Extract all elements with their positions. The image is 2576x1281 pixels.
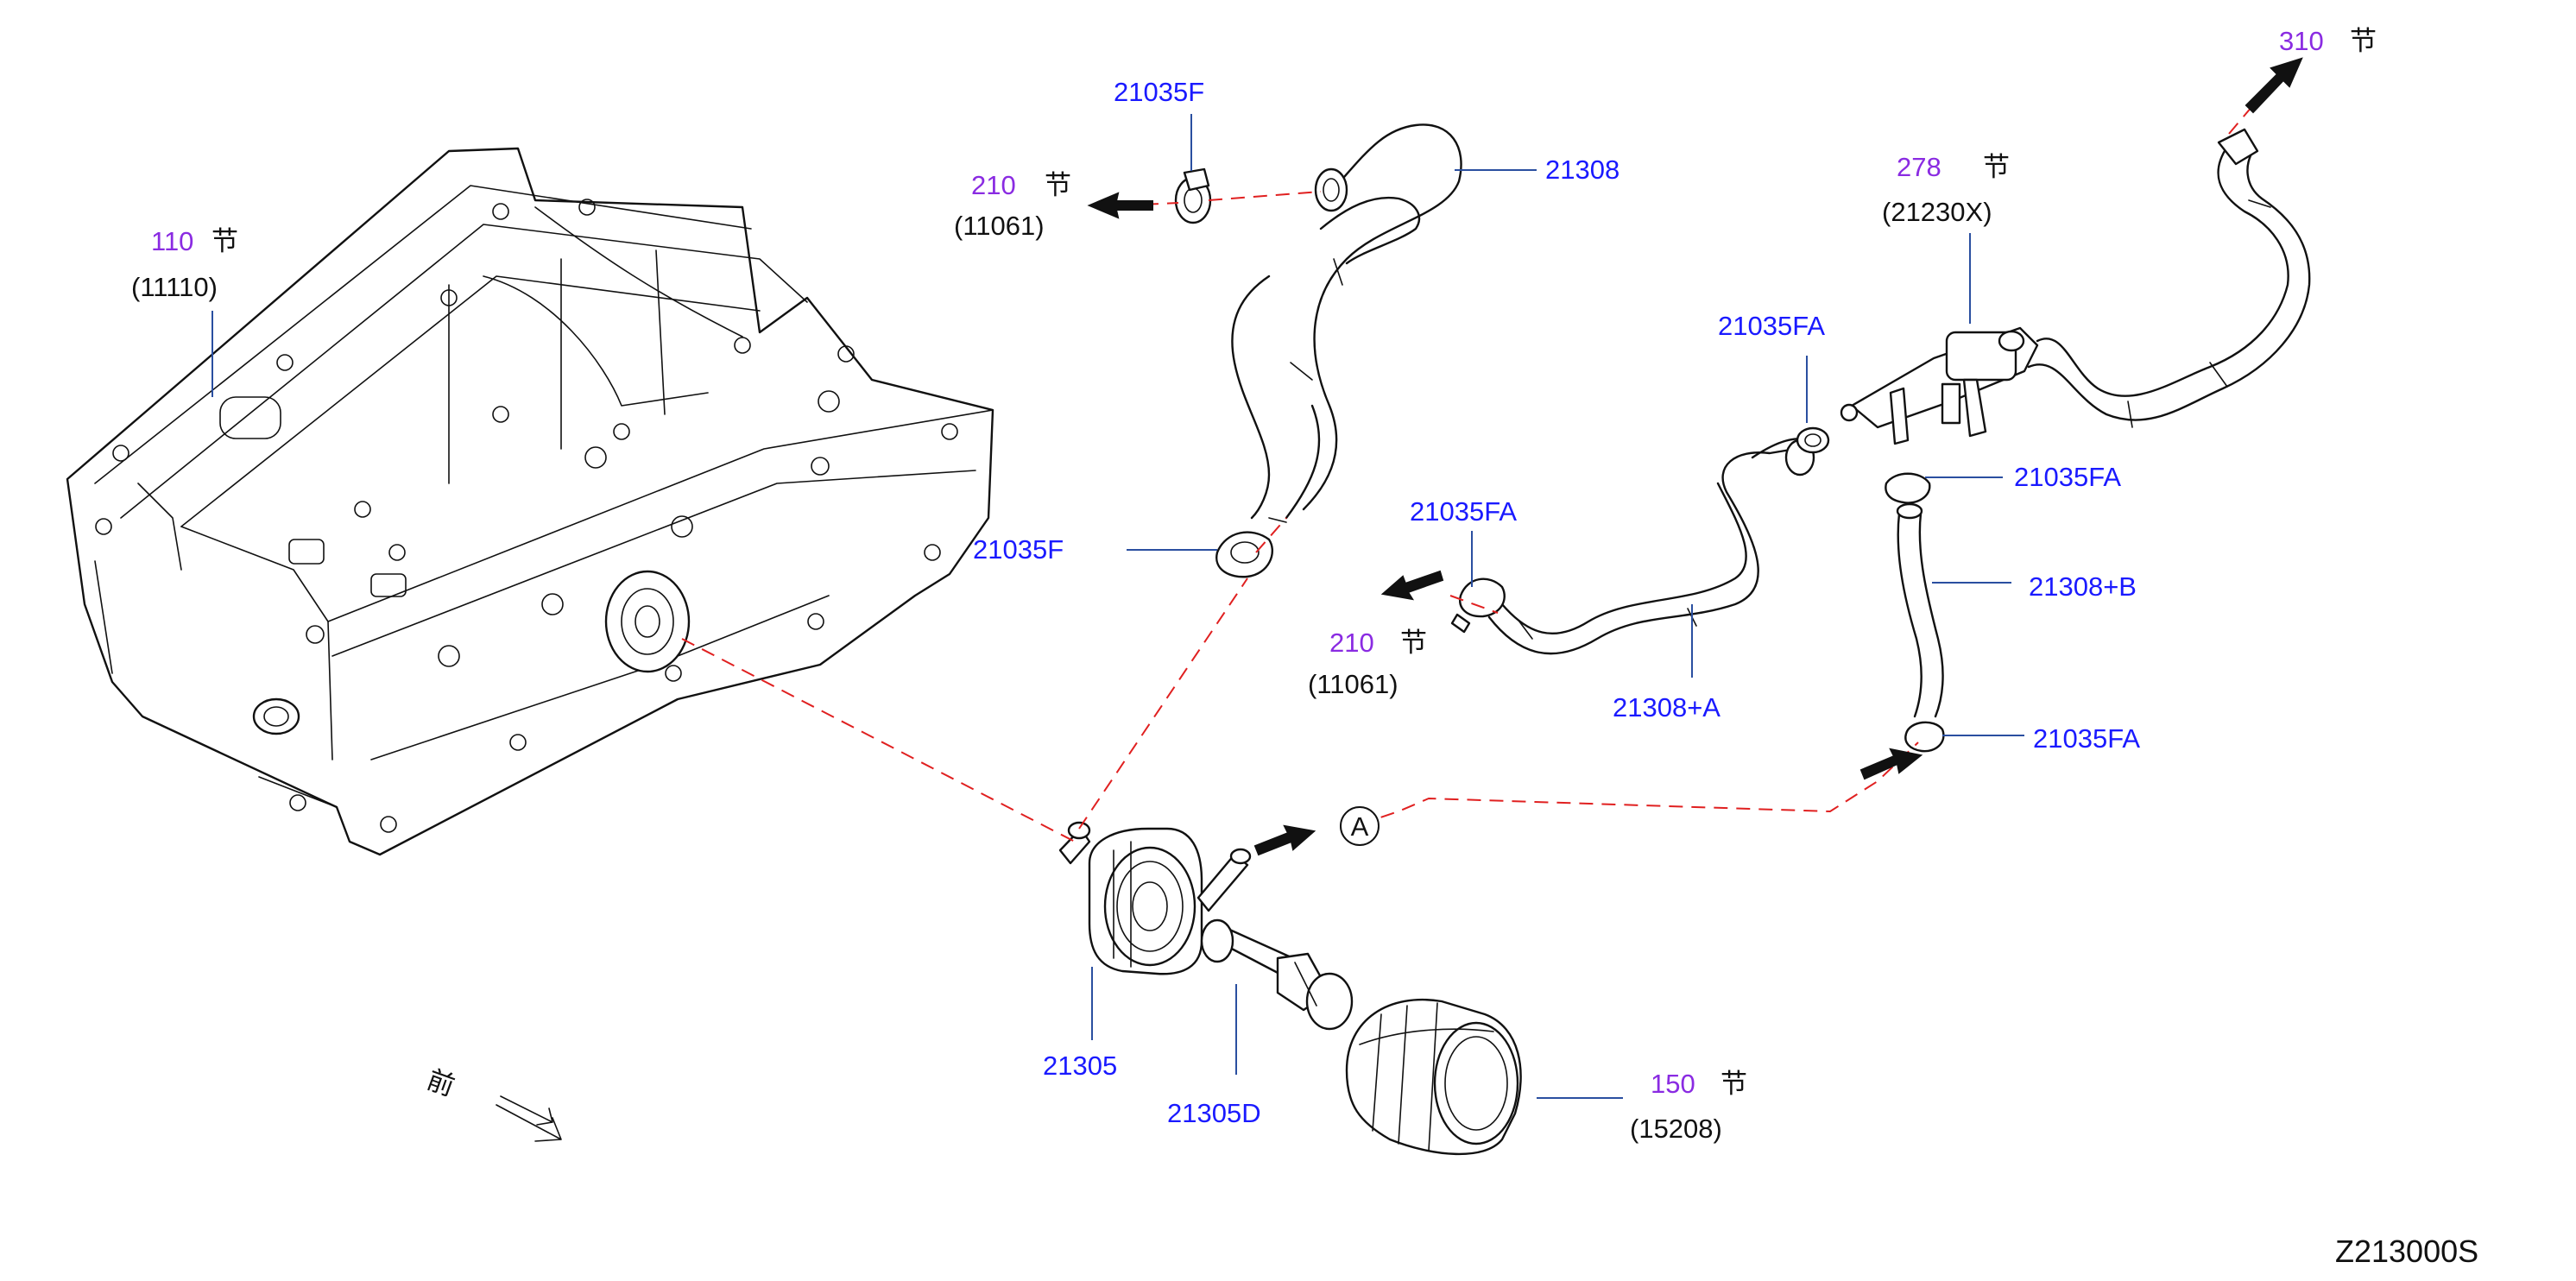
callout-150-section: 150: [1651, 1069, 1695, 1099]
callout-210-lower-section: 210: [1329, 628, 1374, 658]
oil-cooler-21305: [1058, 821, 1252, 975]
clamp-21035FA-lower: [1904, 721, 1945, 753]
oil-filter-15208: [1345, 998, 1522, 1156]
part-21305-label: 21305: [1043, 1051, 1117, 1081]
hose-21308: [1231, 123, 1462, 523]
clamp-21035F-mid: [1215, 531, 1273, 578]
callout-110-section: 110: [151, 226, 193, 256]
callout-210-upper-ref: (11061): [954, 211, 1045, 241]
callout-310-char: 节: [2350, 26, 2377, 56]
part-21035FA-middle-label: 21035FA: [2014, 462, 2121, 492]
clamp-21035F-top: [1174, 167, 1212, 224]
callout-150-ref: (15208): [1630, 1114, 1722, 1144]
callout-210-upper-char: 节: [1045, 170, 1071, 200]
clamp-21035FA-middle: [1885, 472, 1931, 504]
callout-210-lower-char: 节: [1400, 628, 1427, 658]
hose-21308A: [1487, 438, 1815, 655]
callout-110-char: 节: [212, 226, 238, 256]
callout-210-lower-ref: (11061): [1308, 669, 1398, 699]
routing-lines: [681, 94, 2263, 842]
callout-278-char: 节: [1983, 152, 2010, 182]
part-21035F-mid-label: 21035F: [973, 534, 1064, 565]
connector-a: A: [1340, 806, 1380, 846]
diagram-code: Z213000S: [2335, 1234, 2478, 1269]
part-21035F-top-label: 21035F: [1114, 77, 1204, 107]
clamp-21035FA-upper: [1796, 426, 1830, 454]
connector-a-label: A: [1351, 811, 1369, 842]
valve-21230X: [1840, 128, 2311, 445]
direction-arrows: [496, 57, 2303, 1142]
part-21305D-label: 21305D: [1167, 1098, 1261, 1128]
connector-bolt-21305D: [1200, 918, 1354, 1031]
part-21308-label: 21308: [1545, 155, 1619, 185]
front-mark: 前: [423, 1064, 458, 1101]
part-21035FA-upper-label: 21035FA: [1718, 311, 1825, 341]
part-21308B-label: 21308+B: [2029, 571, 2137, 602]
callout-278-ref: (21230X): [1882, 197, 1992, 227]
callout-310-section: 310: [2279, 26, 2324, 56]
callout-110-ref: (11110): [131, 272, 218, 302]
part-21308A-label: 21308+A: [1613, 692, 1720, 723]
callout-150-char: 节: [1720, 1069, 1747, 1099]
callout-278-section: 278: [1897, 152, 1941, 182]
leader-lines: [212, 114, 2024, 1099]
oil-pan-block: [66, 147, 994, 856]
callout-210-upper-section: 210: [971, 170, 1016, 200]
part-21035FA-lower-label: 21035FA: [2033, 723, 2140, 754]
clamp-21035FA-left: [1450, 577, 1506, 634]
labels: 110 节 (11110) 21035F 210 节 (11061) 21308…: [131, 26, 2478, 1269]
hose-21308B: [1896, 502, 1944, 718]
part-21035FA-left-label: 21035FA: [1410, 496, 1517, 527]
